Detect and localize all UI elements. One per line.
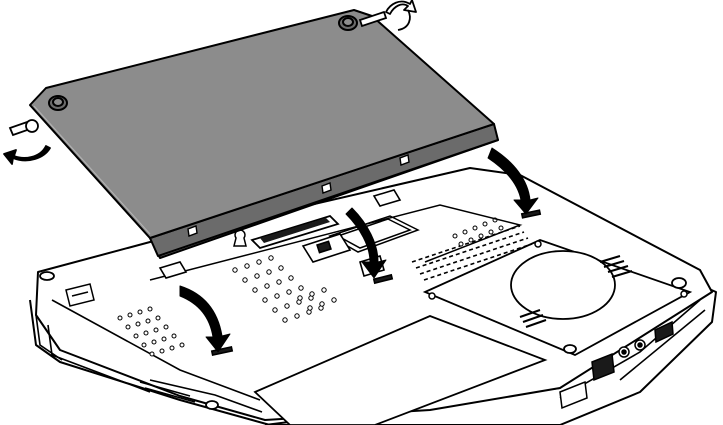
cover-tabs <box>187 154 410 237</box>
vent-dots-center <box>232 255 337 323</box>
rotate-arrow-left <box>3 145 51 165</box>
rubber-feet <box>39 271 687 410</box>
fan-compartment <box>422 239 693 356</box>
curved-arrow-icon-left <box>179 285 231 353</box>
curved-arrow-icon-center <box>345 207 387 279</box>
chassis-edge-lines <box>35 299 706 413</box>
rotate-lever-icon <box>8 10 388 137</box>
keyhole <box>233 229 247 247</box>
bottom-cover <box>29 9 499 259</box>
cover-screws <box>48 15 358 111</box>
curved-arrow-icon <box>3 0 417 165</box>
bottom-compartment-lid <box>253 315 548 425</box>
right-side-ports <box>559 320 674 410</box>
vent-dots-left <box>117 306 185 357</box>
vent-dots-upper <box>452 217 504 247</box>
curved-arrow-icon-right <box>487 147 539 215</box>
insert-arrows <box>179 147 539 353</box>
docking-connector <box>250 214 340 250</box>
fan-vent-slots <box>519 255 633 328</box>
cover-tab-slots <box>158 189 542 356</box>
rotate-arrow-right <box>385 0 417 15</box>
left-side-ports <box>65 283 196 403</box>
fan-vent-circle <box>510 250 616 320</box>
